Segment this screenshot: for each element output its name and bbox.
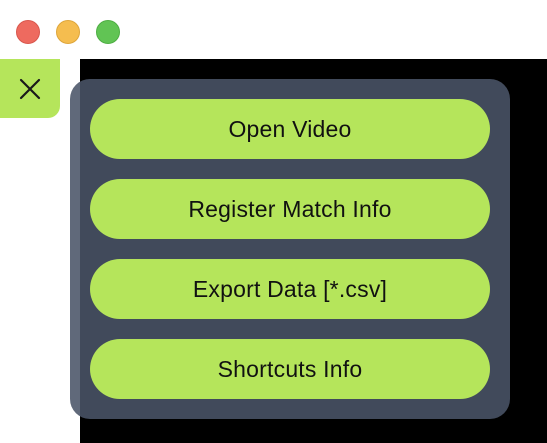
window-close-button[interactable]: [16, 20, 40, 44]
main-content: Open Video Register Match Info Export Da…: [0, 59, 547, 443]
export-data-button[interactable]: Export Data [*.csv]: [90, 259, 490, 319]
open-video-button[interactable]: Open Video: [90, 99, 490, 159]
window-minimize-button[interactable]: [56, 20, 80, 44]
shortcuts-info-button[interactable]: Shortcuts Info: [90, 339, 490, 399]
window-zoom-button[interactable]: [96, 20, 120, 44]
register-match-info-button[interactable]: Register Match Info: [90, 179, 490, 239]
close-menu-button[interactable]: [0, 59, 60, 118]
close-icon: [19, 78, 41, 99]
title-bar: [0, 0, 547, 59]
menu-panel: Open Video Register Match Info Export Da…: [70, 79, 510, 419]
